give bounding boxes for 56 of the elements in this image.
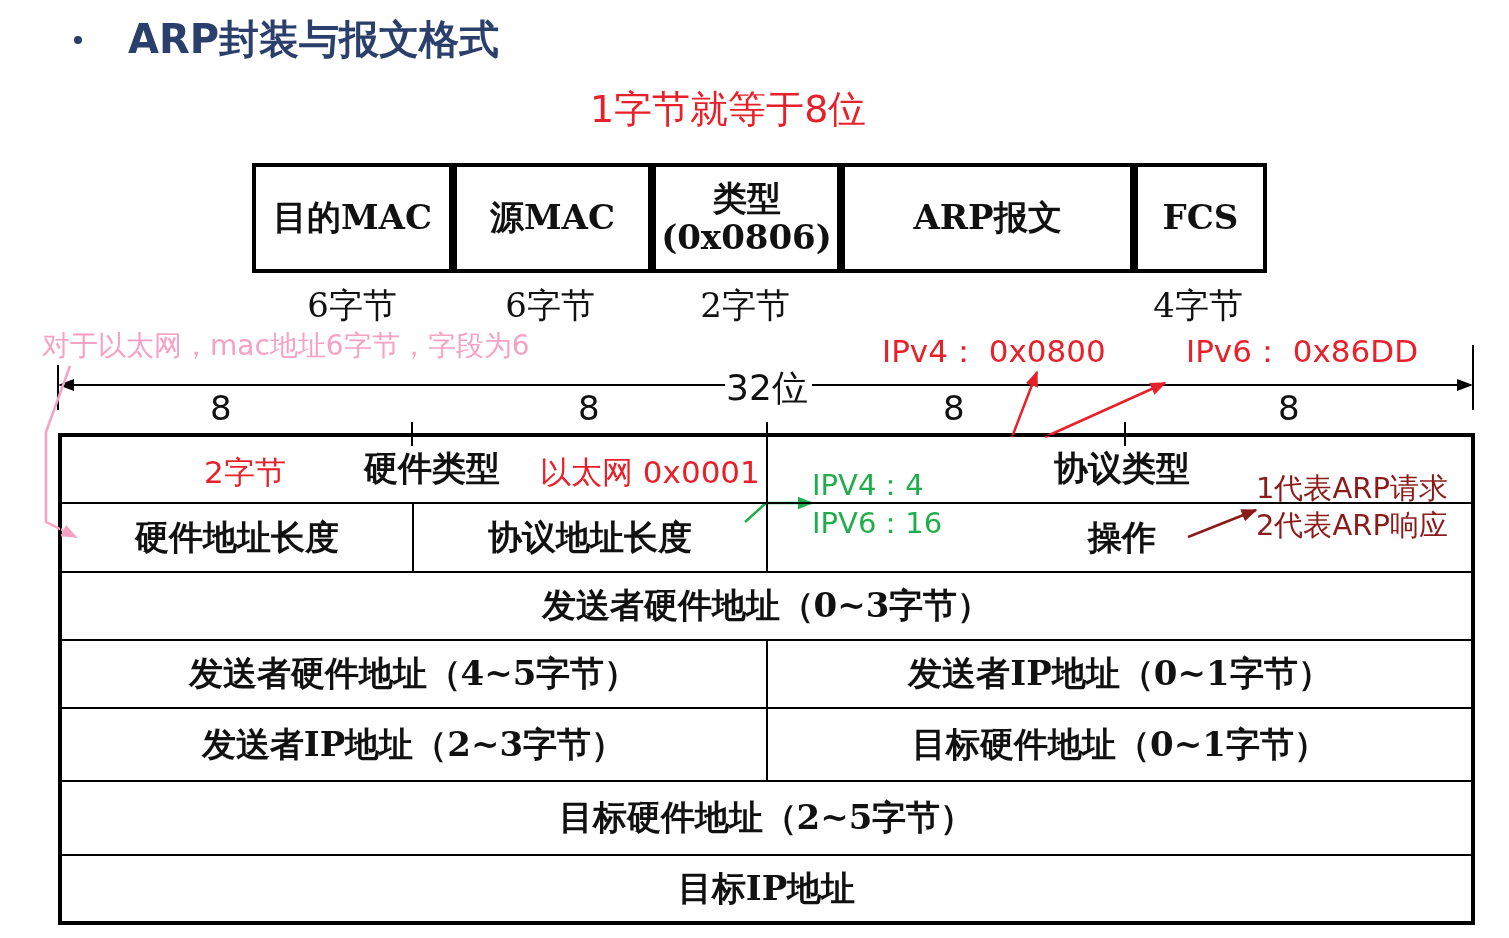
annotation-text: 2代表ARP响应 xyxy=(1256,507,1448,544)
table-cell xyxy=(60,781,1473,855)
annotation-text: IPv6： 0x86DD xyxy=(1186,332,1418,370)
byte-count-label: 4字节 xyxy=(1152,284,1244,327)
field-label: 目标IP地址 xyxy=(677,869,856,909)
field-label: 目标硬件地址（0~1字节） xyxy=(912,724,1328,765)
field-label: 硬件类型 xyxy=(363,449,500,489)
bit-width-label: 8 xyxy=(210,388,232,428)
bit-width-label: 8 xyxy=(578,388,600,428)
bit-width-label: 8 xyxy=(1278,388,1300,428)
field-label: 目标硬件地址（2~5字节） xyxy=(558,798,975,838)
field-label: 发送者IP地址（0~1字节） xyxy=(908,654,1332,694)
arrow xyxy=(1187,508,1258,539)
table-cell xyxy=(767,708,1473,781)
arrow xyxy=(44,365,78,539)
table-cell xyxy=(60,708,767,781)
frame-field-box xyxy=(252,163,453,273)
field-label: 类型 (0x0806) xyxy=(660,178,833,258)
bit-width-label: 8 xyxy=(943,388,965,428)
table-cell xyxy=(60,503,413,572)
annotation-text: IPV4：4 xyxy=(812,467,924,504)
field-label: 目的MAC xyxy=(272,198,433,238)
annotation-text: 1代表ARP请求 xyxy=(1256,470,1448,507)
field-label: ARP报文 xyxy=(913,198,1062,238)
field-label: 硬件地址长度 xyxy=(134,517,339,558)
table-cell xyxy=(767,640,1473,708)
arrow xyxy=(1044,381,1167,439)
annotation-text: 2字节 xyxy=(204,453,286,492)
byte-count-label: 2字节 xyxy=(699,284,791,327)
field-label: 发送者IP地址（2~3字节） xyxy=(201,724,626,765)
table-cell xyxy=(60,640,767,708)
table-cell xyxy=(767,435,1473,503)
field-label: 发送者硬件地址（0~3字节） xyxy=(541,586,992,626)
byte-count-label: 6字节 xyxy=(504,284,596,327)
annotation-text: IPv4： 0x0800 xyxy=(882,332,1106,370)
frame-field-box xyxy=(1134,163,1267,273)
table-cell xyxy=(767,503,1473,572)
field-label: 发送者硬件地址（4~5字节） xyxy=(188,654,639,694)
table-cell xyxy=(60,572,1473,640)
table-cell xyxy=(413,503,767,572)
byte-count-label: 6字节 xyxy=(306,284,398,327)
frame-field-box xyxy=(841,163,1134,273)
field-label: 操作 xyxy=(1088,517,1156,558)
dimension-label: 32位 xyxy=(726,366,808,410)
arrow xyxy=(1010,370,1039,438)
annotation-text: 对于以太网，mac地址6字节，字段为6 xyxy=(42,328,530,364)
annotation-text: 以太网 0x0001 xyxy=(540,453,760,492)
field-label: 协议地址长度 xyxy=(488,517,692,558)
slide-title: ARP封装与报文格式 xyxy=(128,15,500,64)
annotation-text: IPV6：16 xyxy=(812,505,943,542)
note-text: 1字节就等于8位 xyxy=(590,86,867,133)
frame-field-box xyxy=(453,163,652,273)
field-label: 协议类型 xyxy=(1054,449,1190,489)
field-label: 源MAC xyxy=(489,198,616,238)
frame-field-box xyxy=(652,163,841,273)
field-label: FCS xyxy=(1162,198,1239,238)
